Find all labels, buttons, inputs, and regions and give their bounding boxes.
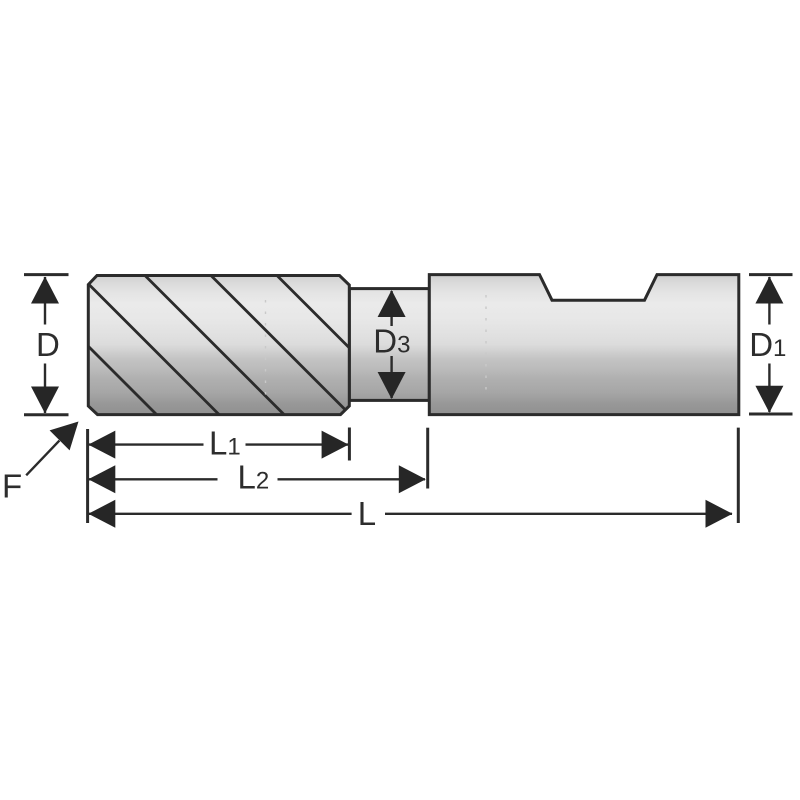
svg-text:L: L: [358, 495, 376, 532]
svg-text:L2: L2: [238, 458, 270, 495]
svg-text:D: D: [36, 326, 60, 363]
svg-text:F: F: [2, 467, 22, 504]
svg-text:D1: D1: [749, 326, 786, 363]
svg-text:L1: L1: [209, 424, 241, 461]
